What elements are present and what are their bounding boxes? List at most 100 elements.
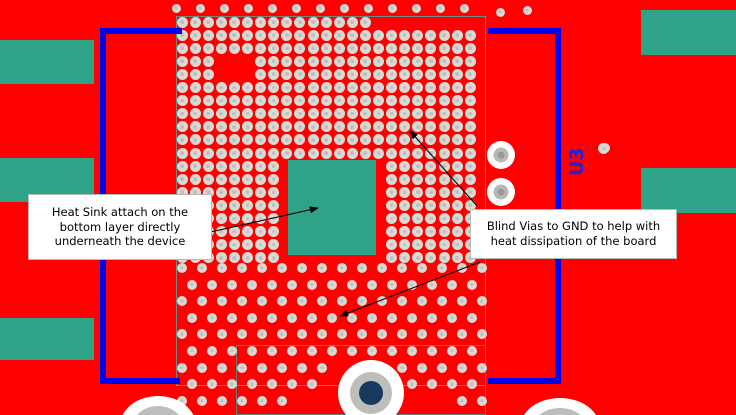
thermal-via bbox=[294, 29, 306, 41]
thermal-via bbox=[417, 263, 427, 273]
thermal-via bbox=[425, 55, 437, 67]
thermal-via bbox=[477, 296, 487, 307]
thermal-via bbox=[412, 186, 424, 198]
thermal-via bbox=[228, 42, 240, 54]
thermal-via bbox=[333, 29, 345, 41]
thermal-via bbox=[307, 16, 319, 28]
thermal-via bbox=[215, 160, 227, 172]
thermal-via bbox=[217, 329, 227, 340]
thermal-via bbox=[215, 147, 227, 159]
thermal-via bbox=[333, 55, 345, 67]
thermal-via bbox=[228, 186, 240, 198]
thermal-via bbox=[451, 226, 463, 238]
thermal-via bbox=[189, 108, 201, 120]
thermal-via bbox=[217, 395, 227, 406]
thermal-via bbox=[189, 121, 201, 133]
thermal-via bbox=[451, 134, 463, 146]
trace-bottom-right bbox=[488, 378, 561, 384]
thermal-via bbox=[425, 82, 437, 93]
thermal-via bbox=[377, 263, 387, 273]
thermal-via bbox=[427, 279, 437, 290]
thermal-via bbox=[281, 121, 293, 133]
thermal-via bbox=[242, 199, 253, 211]
thermal-via bbox=[387, 312, 397, 323]
thermal-via bbox=[427, 379, 437, 390]
thermal-via bbox=[281, 68, 293, 80]
thermal-via bbox=[176, 160, 188, 172]
thermal-via bbox=[320, 29, 332, 41]
thermal-via bbox=[215, 173, 227, 185]
thermal-via bbox=[359, 42, 371, 54]
thermal-via bbox=[268, 226, 280, 238]
thermal-via bbox=[242, 147, 253, 159]
mounting-hole-secondary bbox=[120, 396, 196, 415]
thermal-via bbox=[386, 108, 398, 120]
thermal-via bbox=[399, 42, 411, 54]
thermal-via bbox=[217, 263, 227, 273]
thermal-via bbox=[477, 395, 487, 406]
thermal-via bbox=[464, 55, 476, 67]
thermal-via bbox=[228, 121, 240, 133]
thermal-via bbox=[399, 226, 411, 238]
thermal-via bbox=[320, 121, 332, 133]
thermal-via bbox=[373, 29, 384, 41]
thermal-via bbox=[268, 239, 280, 251]
thermal-via bbox=[202, 134, 214, 146]
thermal-via bbox=[459, 3, 469, 13]
thermal-via bbox=[215, 42, 227, 54]
thermal-via bbox=[438, 108, 450, 120]
thermal-via bbox=[281, 134, 293, 146]
thermal-via bbox=[412, 29, 424, 41]
thermal-via bbox=[464, 95, 476, 107]
thermal-via bbox=[294, 68, 306, 80]
thermal-via bbox=[386, 226, 398, 238]
thermal-via bbox=[451, 29, 463, 41]
thermal-via bbox=[228, 160, 240, 172]
thermal-via bbox=[242, 42, 253, 54]
heat-sink-pad bbox=[288, 160, 376, 255]
thermal-via bbox=[425, 173, 437, 185]
thermal-via bbox=[386, 173, 398, 185]
thermal-via bbox=[177, 395, 187, 406]
thermal-via bbox=[257, 263, 267, 273]
thermal-via bbox=[255, 121, 267, 133]
thermal-via bbox=[189, 186, 201, 198]
thermal-via bbox=[451, 55, 463, 67]
thermal-via bbox=[447, 312, 457, 323]
right-pad-lower bbox=[641, 168, 736, 213]
thermal-via bbox=[464, 186, 476, 198]
thermal-via bbox=[255, 252, 267, 264]
thermal-via bbox=[228, 82, 240, 93]
thermal-via bbox=[412, 252, 424, 264]
thermal-via bbox=[189, 95, 201, 107]
thermal-via bbox=[425, 68, 437, 80]
thermal-via bbox=[464, 68, 476, 80]
thermal-via bbox=[320, 68, 332, 80]
thermal-via bbox=[397, 296, 407, 307]
thermal-via bbox=[320, 42, 332, 54]
thermal-via bbox=[215, 199, 227, 211]
thermal-via bbox=[207, 346, 217, 356]
thermal-via bbox=[438, 226, 450, 238]
thermal-via bbox=[307, 95, 319, 107]
thermal-via bbox=[386, 213, 398, 224]
thermal-via bbox=[425, 95, 437, 107]
thermal-via bbox=[215, 252, 227, 264]
thermal-via bbox=[467, 279, 477, 290]
thermal-via bbox=[464, 42, 476, 54]
thermal-via bbox=[438, 42, 450, 54]
thermal-via bbox=[477, 263, 487, 273]
thermal-via bbox=[346, 55, 358, 67]
thermal-via bbox=[255, 16, 267, 28]
thermal-via bbox=[307, 42, 319, 54]
thermal-via bbox=[412, 173, 424, 185]
thermal-via bbox=[197, 296, 207, 307]
callout-blind-vias: Blind Vias to GND to help with heat diss… bbox=[470, 209, 677, 259]
callout-heat-sink-line-3: underneath the device bbox=[54, 234, 186, 249]
thermal-via bbox=[438, 147, 450, 159]
thermal-via bbox=[187, 346, 197, 356]
thermal-via bbox=[202, 16, 214, 28]
thermal-via bbox=[268, 199, 280, 211]
thermal-via bbox=[177, 263, 187, 273]
